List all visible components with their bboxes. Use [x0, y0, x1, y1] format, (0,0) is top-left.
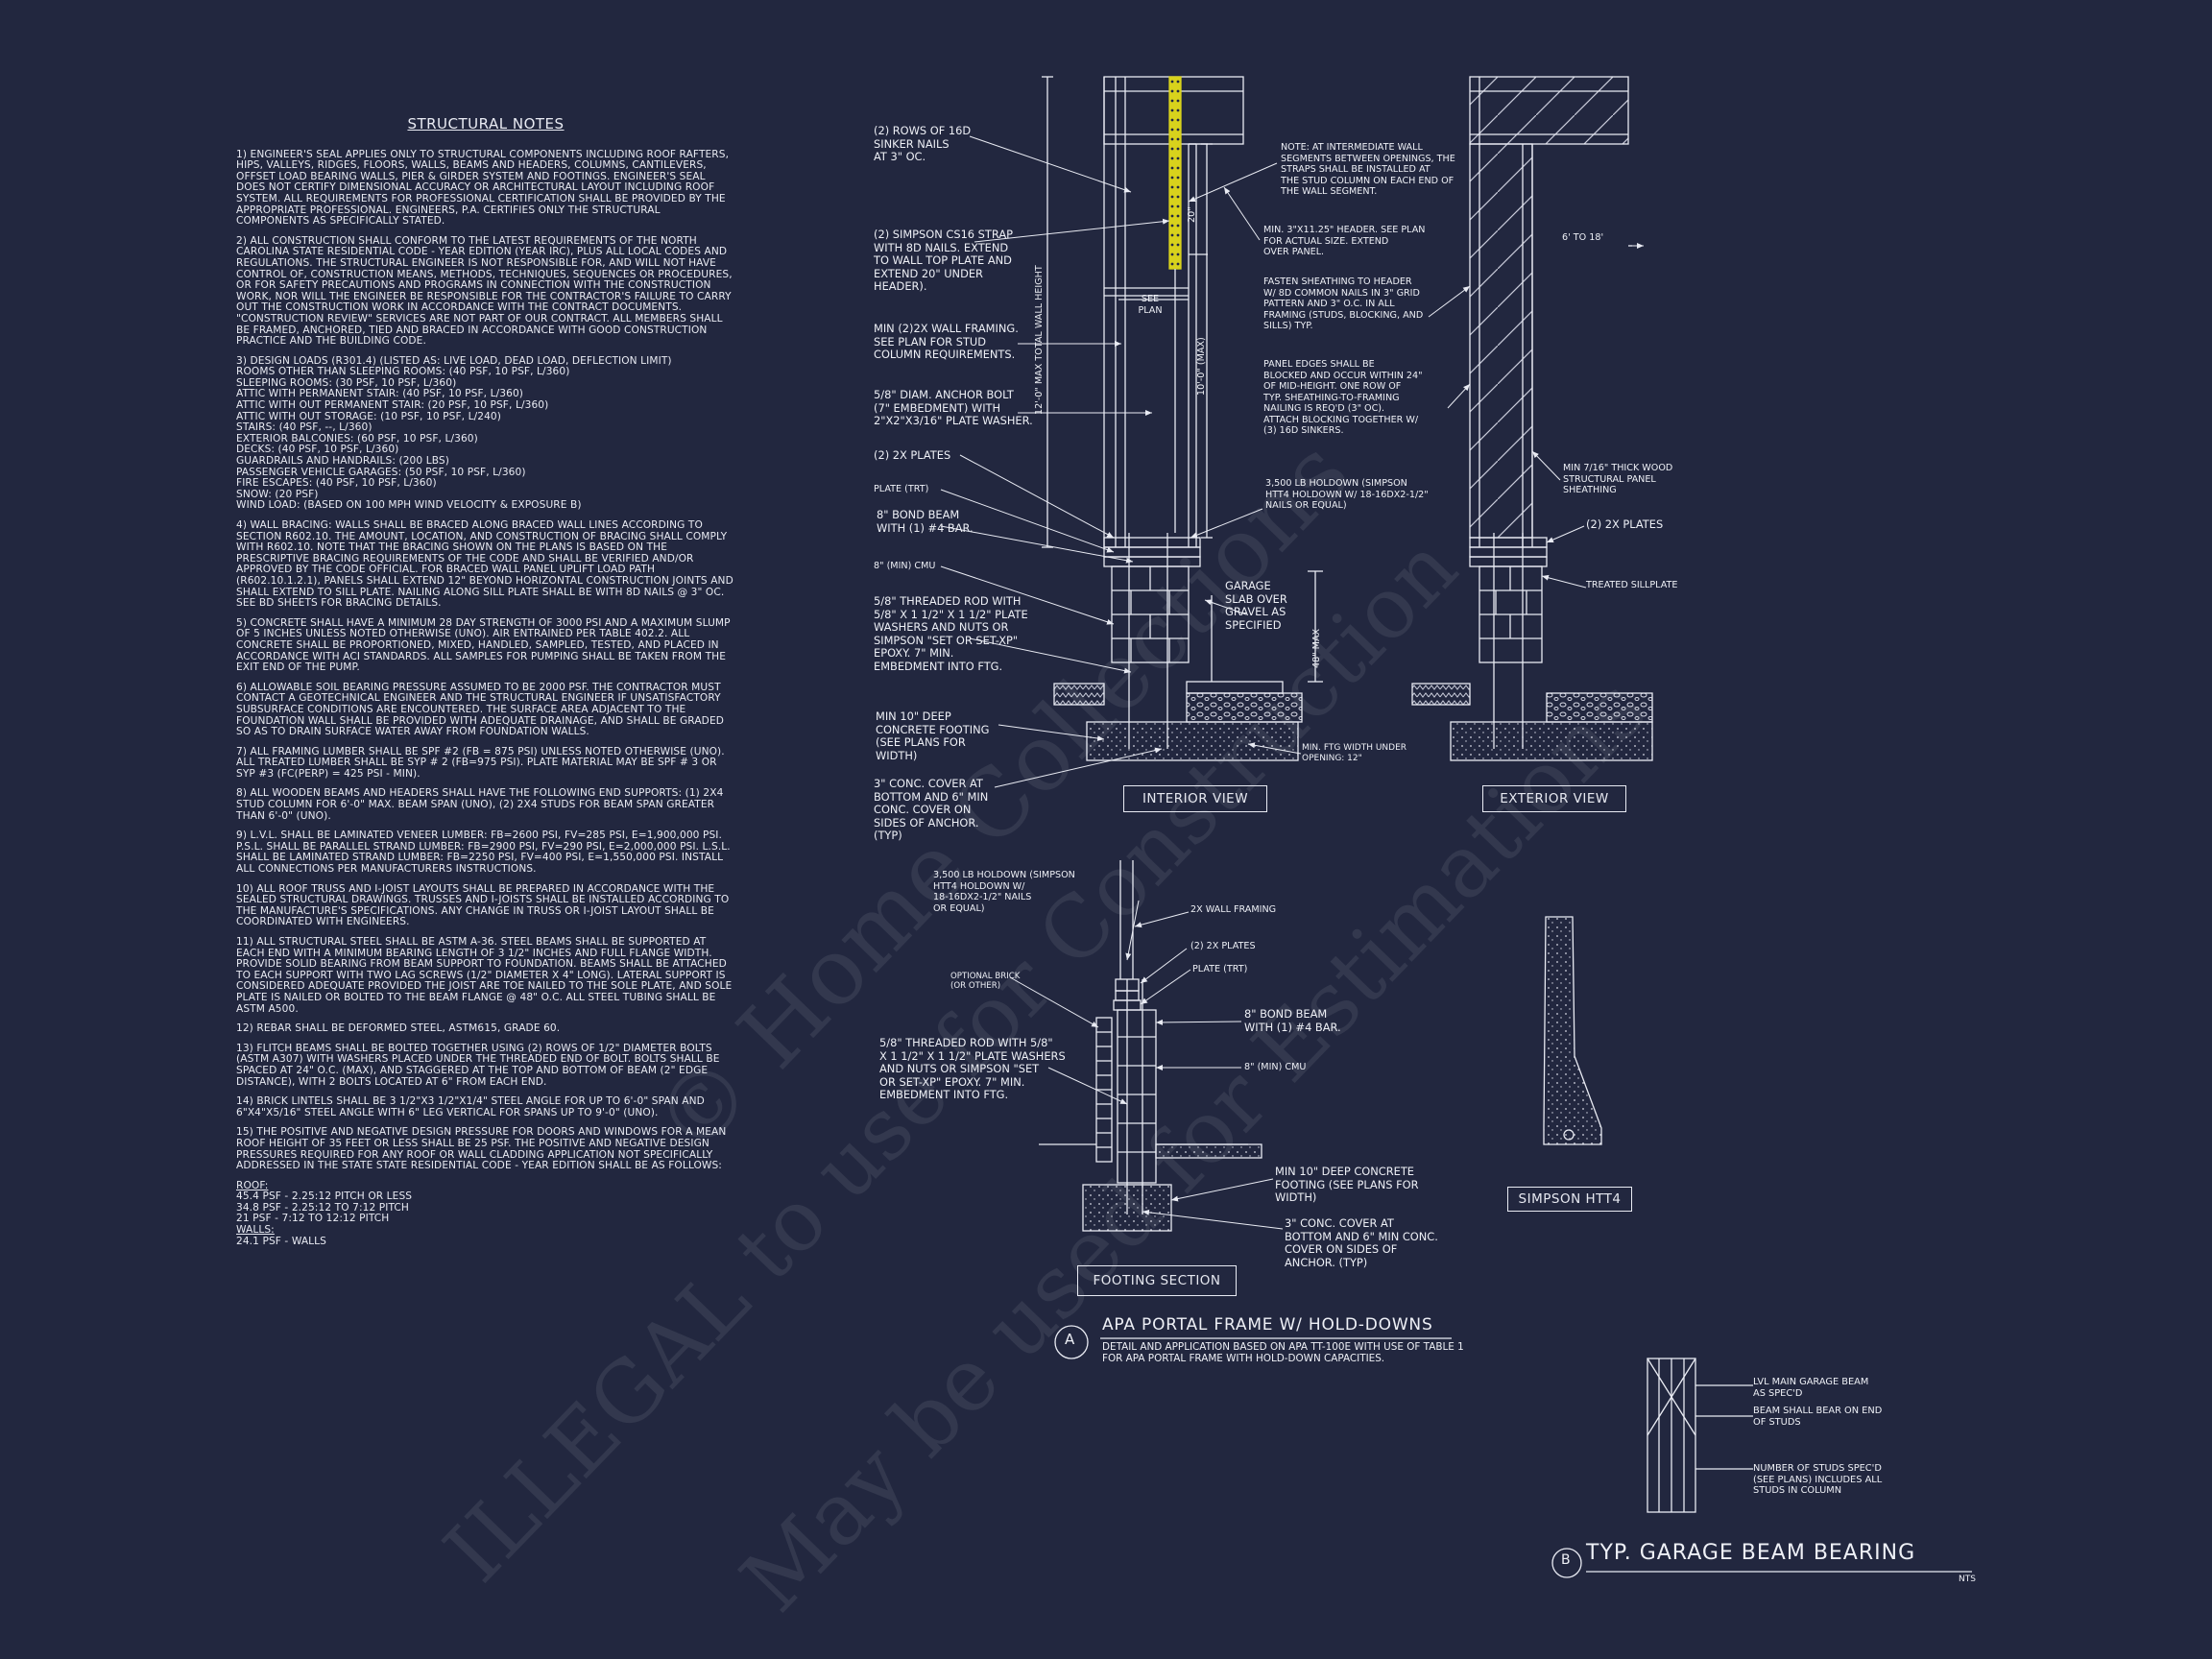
- label-cmu: 8" (MIN) CMU: [874, 561, 936, 571]
- exterior-view-drawing: [1411, 76, 1653, 761]
- label-see-plan: SEE PLAN: [1138, 294, 1163, 316]
- label-cs16-strap: (2) SIMPSON CS16 STRAP WITH 8d NAILS. EX…: [874, 228, 1013, 293]
- footing-section-drawing: [1039, 860, 1262, 1232]
- structural-note-item: 3) DESIGN LOADS (R301.4) (LISTED AS: LIV…: [236, 354, 672, 512]
- structural-notes: STRUCTURAL NOTES 1) ENGINEER'S SEAL APPL…: [236, 115, 735, 1248]
- detail-b-title: TYP. GARAGE BEAM BEARING: [1586, 1541, 1916, 1565]
- structural-note-item: 6) ALLOWABLE SOIL BEARING PRESSURE ASSUM…: [236, 681, 724, 738]
- structural-note-item: 1) ENGINEER'S SEAL APPLIES ONLY TO STRUC…: [236, 148, 730, 228]
- structural-note-item: 11) ALL STRUCTURAL STEEL SHALL BE ASTM A…: [236, 936, 733, 1015]
- label-bond-beam: 8" BOND BEAM WITH (1) #4 BAR.: [877, 508, 974, 535]
- wind-pressure-item: ROOF:: [236, 1179, 269, 1191]
- detail-a-marker: A: [1065, 1331, 1075, 1348]
- structural-note-item: 2) ALL CONSTRUCTION SHALL CONFORM TO THE…: [236, 234, 733, 348]
- label-beam-bear: BEAM SHALL BEAR ON END OF STUDS: [1753, 1406, 1883, 1428]
- structural-note-item: 14) BRICK LINTELS SHALL BE 3 1/2"x3 1/2"…: [236, 1095, 705, 1118]
- label-2x-plates: (2) 2x PLATES: [874, 448, 951, 462]
- label-fasten-sheathing: FASTEN SHEATHING TO HEADER W/ 8d COMMON …: [1263, 276, 1424, 331]
- wind-pressure-item: 34.8 PSF - 2.25:12 TO 7:12 PITCH: [236, 1201, 409, 1214]
- label-fs-wall-framing: 2X WALL FRAMING: [1190, 904, 1277, 915]
- dim-12ft-max-wall: 12'-0" MAX TOTAL WALL HEIGHT: [1034, 265, 1045, 415]
- wind-pressure-item: 21 PSF - 7:12 TO 12:12 PITCH: [236, 1213, 390, 1225]
- dim-10ft-max: 10'-0" (MAX): [1196, 337, 1207, 396]
- notes-list: 1) ENGINEER'S SEAL APPLIES ONLY TO STRUC…: [236, 148, 735, 1172]
- label-threaded-rod: 5/8" THREADED ROD WITH 5/8" x 1 1/2" x 1…: [874, 594, 1028, 673]
- wind-pressure-item: 24.1 PSF - WALLS: [236, 1235, 326, 1247]
- structural-note-item: 5) CONCRETE SHALL HAVE A MINIMUM 28 DAY …: [236, 616, 731, 674]
- structural-note-item: 15) THE POSITIVE AND NEGATIVE DESIGN PRE…: [236, 1126, 727, 1172]
- label-fs-plate-trt: PLATE (TRT): [1192, 964, 1248, 974]
- interior-view-title: INTERIOR VIEW: [1123, 785, 1267, 812]
- simpson-htt4-drawing: [1543, 916, 1602, 1145]
- label-plate-trt: PLATE (TRT): [874, 484, 929, 494]
- exterior-view-title: EXTERIOR VIEW: [1482, 785, 1626, 812]
- garage-beam-bearing-drawing: [1647, 1358, 1753, 1513]
- label-note-straps: NOTE: AT INTERMEDIATE WALL SEGMENTS BETW…: [1281, 142, 1455, 197]
- dim-48in-max: 48" MAX: [1311, 628, 1322, 668]
- label-fs-cover: 3" CONC. COVER AT BOTTOM AND 6" MIN CONC…: [1285, 1216, 1438, 1269]
- label-sheathing: MIN 7/16" THICK WOOD STRUCTURAL PANEL SH…: [1563, 463, 1673, 495]
- dim-20in: 20": [1187, 206, 1197, 223]
- notes-title: STRUCTURAL NOTES: [407, 115, 565, 132]
- label-holdown: 3,500 LB HOLDOWN (SIMPSON HTT4 HOLDOWN W…: [1265, 478, 1429, 511]
- label-conc-cover: 3" CONC. COVER AT BOTTOM AND 6" MIN CONC…: [874, 777, 989, 842]
- label-num-studs: NUMBER OF STUDS SPEC'D (SEE PLANS) INCLU…: [1753, 1463, 1883, 1496]
- label-rows-16d: (2) ROWS OF 16d SINKER NAILS AT 3" OC.: [874, 124, 972, 163]
- detail-a-description: DETAIL AND APPLICATION BASED ON APA TT-1…: [1102, 1341, 1464, 1364]
- wind-pressure-item: WALLS:: [236, 1224, 275, 1237]
- structural-note-item: 4) WALL BRACING: WALLS SHALL BE BRACED A…: [236, 519, 733, 610]
- label-anchor-bolt: 5/8" DIAM. ANCHOR BOLT (7" EMBEDMENT) WI…: [874, 388, 1033, 427]
- label-ext-plates: (2) 2x PLATES: [1586, 517, 1664, 531]
- structural-note-item: 12) REBAR SHALL BE DEFORMED STEEL, ASTM6…: [236, 1022, 561, 1035]
- label-min-ftg-width: MIN. FTG WIDTH UNDER OPENING: 12": [1302, 743, 1407, 763]
- label-fs-cmu: 8" (MIN) CMU: [1244, 1062, 1307, 1072]
- label-garage-slab: GARAGE SLAB OVER GRAVEL AS SPECIFIED: [1225, 579, 1287, 632]
- detail-b-scale: NTS: [1959, 1575, 1976, 1584]
- structural-note-item: 9) L.V.L. SHALL BE LAMINATED VENEER LUMB…: [236, 830, 731, 876]
- structural-note-item: 10) ALL ROOF TRUSS AND I-JOIST LAYOUTS S…: [236, 882, 730, 928]
- label-fs-footing: MIN 10" DEEP CONCRETE FOOTING (SEE PLANS…: [1275, 1165, 1419, 1204]
- label-lvl-beam: LVL MAIN GARAGE BEAM AS SPEC'D: [1753, 1377, 1869, 1399]
- label-concrete-footing: MIN 10" DEEP CONCRETE FOOTING (SEE PLANS…: [876, 709, 990, 762]
- label-fs-bond-beam: 8" BOND BEAM WITH (1) #4 BAR.: [1244, 1007, 1341, 1034]
- label-fs-plates: (2) 2x PLATES: [1190, 941, 1256, 951]
- label-span: 6' TO 18': [1562, 232, 1604, 243]
- label-panel-edges: PANEL EDGES SHALL BE BLOCKED AND OCCUR W…: [1263, 359, 1423, 436]
- label-fs-holdown: 3,500 LB HOLDOWN (SIMPSON HTT4 HOLDOWN W…: [933, 870, 1075, 914]
- detail-a-title: APA PORTAL FRAME W/ HOLD-DOWNS: [1102, 1315, 1433, 1334]
- label-treated-sillplate: TREATED SILLPLATE: [1586, 580, 1678, 590]
- detail-b-marker: B: [1561, 1552, 1571, 1568]
- footing-section-title: FOOTING SECTION: [1077, 1265, 1237, 1296]
- structural-note-item: 8) ALL WOODEN BEAMS AND HEADERS SHALL HA…: [236, 787, 724, 822]
- wind-pressure-item: 45.4 PSF - 2.25:12 PITCH OR LESS: [236, 1190, 413, 1203]
- label-wall-framing: MIN (2)2X WALL FRAMING. SEE PLAN FOR STU…: [874, 322, 1019, 361]
- label-fs-threaded-rod: 5/8" THREADED ROD WITH 5/8" x 1 1/2" x 1…: [879, 1036, 1066, 1101]
- label-header: MIN. 3"x11.25" HEADER. SEE PLAN FOR ACTU…: [1263, 225, 1426, 257]
- structural-note-item: 13) FLITCH BEAMS SHALL BE BOLTED TOGETHE…: [236, 1042, 720, 1088]
- leader-lines: [940, 135, 1644, 1230]
- simpson-htt4-title: SIMPSON HTT4: [1507, 1187, 1632, 1212]
- interior-view-drawing: [1042, 76, 1323, 761]
- label-fs-brick: OPTIONAL BRICK (OR OTHER): [950, 972, 1021, 991]
- structural-note-item: 7) ALL FRAMING LUMBER SHALL BE SPF #2 (F…: [236, 745, 725, 780]
